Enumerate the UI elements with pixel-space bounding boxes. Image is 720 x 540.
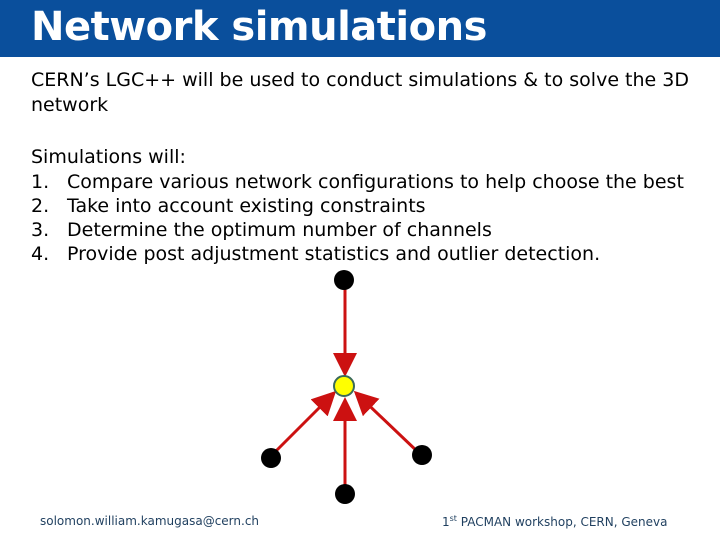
list-heading: Simulations will: <box>31 146 186 168</box>
footer-event: 1st PACMAN workshop, CERN, Geneva <box>442 514 668 529</box>
title-bar: Network simulations <box>0 0 720 57</box>
node-right <box>412 445 432 465</box>
node-center <box>333 375 355 397</box>
node-bottom <box>335 484 355 504</box>
footer-email: solomon.william.kamugasa@cern.ch <box>40 514 260 528</box>
node-top <box>334 270 354 290</box>
list-item: 4. Provide post adjustment statistics an… <box>31 243 601 265</box>
slide-title: Network simulations <box>31 4 487 50</box>
simulation-goals-list: 1. Compare various network configuration… <box>31 170 684 266</box>
network-edges <box>270 288 422 490</box>
list-item: 2. Take into account existing constraint… <box>31 195 426 217</box>
intro-text: CERN’s LGC++ will be used to conduct sim… <box>31 69 689 116</box>
list-item: 1. Compare various network configuration… <box>31 171 684 193</box>
node-left <box>261 448 281 468</box>
list-item: 3. Determine the optimum number of chann… <box>31 219 492 241</box>
